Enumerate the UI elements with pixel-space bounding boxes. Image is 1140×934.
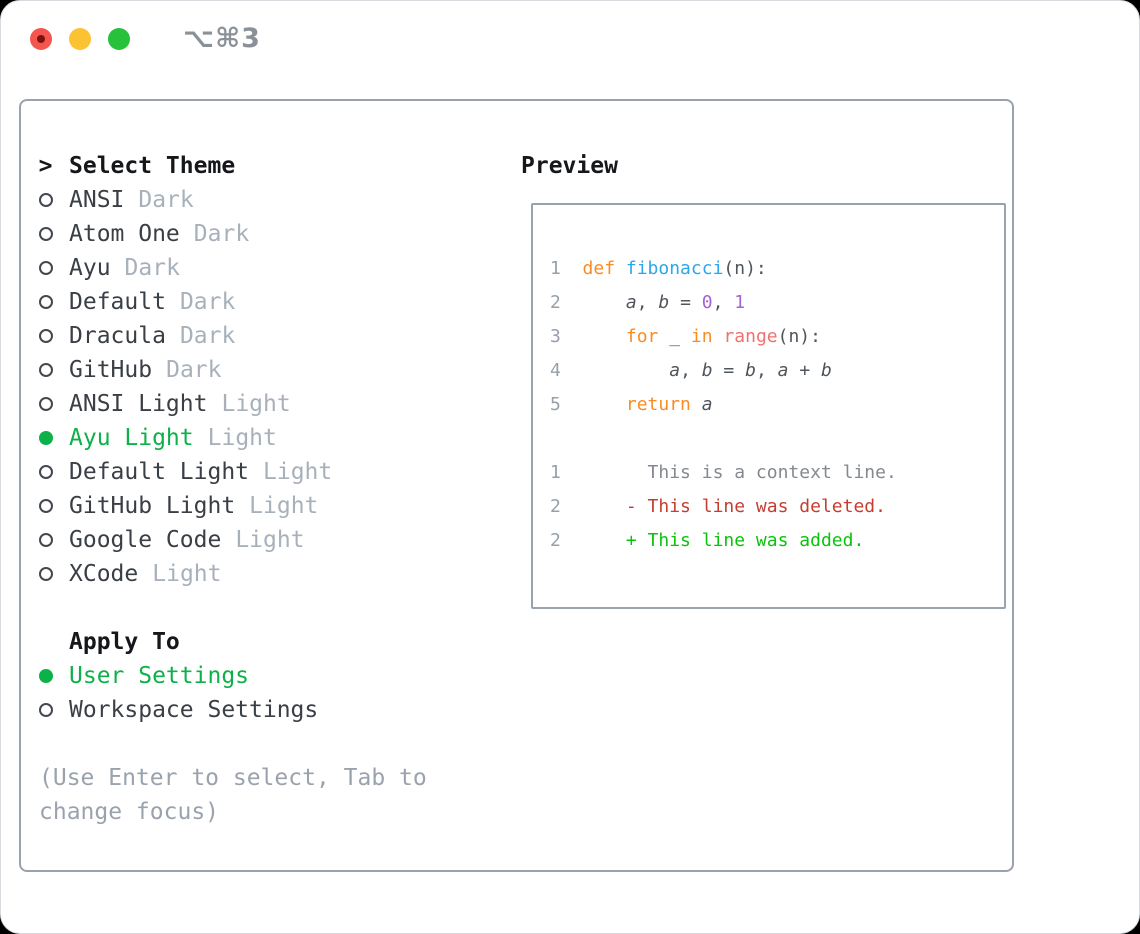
option-label: XCode [69, 561, 139, 587]
unsaved-dot-icon [37, 35, 45, 43]
code-line: 1 def fibonacci(n): [550, 258, 767, 279]
option-variant-tag: Dark [138, 187, 194, 213]
code-line: 4 a, b = b, a + b [550, 360, 832, 381]
code-line: 2 a, b = 0, 1 [550, 292, 746, 313]
titlebar: ⌥⌘3 [1, 1, 1139, 99]
option-label: Ayu Light [69, 425, 194, 451]
focus-caret: > [38, 153, 53, 179]
preview-box: 1 def fibonacci(n): 2 a, b = 0, 1 3 for _ … [531, 203, 1006, 609]
radio-icon [38, 465, 53, 479]
theme-option-default-light[interactable]: Default Light Light [38, 455, 485, 489]
option-variant-tag: Dark [124, 255, 180, 281]
radio-icon [38, 397, 53, 411]
option-label: ANSI [69, 187, 125, 213]
radio-icon [38, 499, 53, 513]
radio-icon [38, 227, 53, 241]
radio-icon [38, 193, 53, 207]
theme-option-ansi-light[interactable]: ANSI Light Light [38, 387, 485, 421]
option-label: User Settings [69, 663, 250, 689]
code-preview: 1 def fibonacci(n): 2 a, b = 0, 1 3 for _ … [550, 252, 1004, 558]
code-line: 2 - This line was deleted. [550, 496, 886, 517]
apply-option-workspace-settings[interactable]: Workspace Settings [38, 693, 485, 727]
theme-option-atom-one[interactable]: Atom One Dark [38, 217, 485, 251]
radio-icon [38, 329, 53, 343]
option-label: Workspace Settings [69, 697, 319, 723]
theme-option-ansi[interactable]: ANSI Dark [38, 183, 485, 217]
minimize-button-icon[interactable] [69, 28, 91, 50]
option-variant-tag: Light [263, 459, 333, 485]
radio-selected-icon [38, 431, 53, 445]
option-label: GitHub [69, 357, 153, 383]
code-line: 1 This is a context line. [550, 462, 897, 483]
preview-header: Preview [521, 153, 618, 179]
select-theme-header: Select Theme [69, 153, 236, 179]
option-label: GitHub Light [69, 493, 236, 519]
option-label: Google Code [69, 527, 222, 553]
option-variant-tag: Light [249, 493, 319, 519]
spacer [39, 727, 485, 761]
radio-icon [38, 567, 53, 581]
code-line: 2 + This line was added. [550, 530, 865, 551]
radio-icon [38, 703, 53, 717]
select-theme-header-row: > Select Theme [39, 149, 485, 183]
radio-icon [38, 533, 53, 547]
apply-option-user-settings[interactable]: User Settings [38, 659, 485, 693]
option-variant-tag: Dark [179, 323, 236, 349]
theme-option-dracula[interactable]: Dracula Dark [38, 319, 485, 353]
radio-icon [38, 261, 53, 275]
help-text: (Use Enter to select, Tab to change focu… [39, 765, 427, 825]
zoom-button-icon[interactable] [108, 28, 130, 50]
apply-to-header-row: Apply To [39, 625, 485, 659]
theme-option-github[interactable]: GitHub Dark [38, 353, 485, 387]
apply-to-header: Apply To [69, 629, 180, 655]
radio-icon [38, 363, 53, 377]
option-label: Dracula [69, 323, 166, 349]
theme-option-google-code[interactable]: Google Code Light [38, 523, 485, 557]
preview-column: Preview 1 def fibonacci(n): 2 a, b = 0, 1… [521, 149, 1006, 870]
theme-option-xcode[interactable]: XCode Light [38, 557, 485, 591]
radio-selected-icon [38, 669, 53, 683]
option-variant-tag: Light [207, 425, 277, 451]
option-variant-tag: Light [235, 527, 305, 553]
window-title: ⌥⌘3 [183, 23, 261, 54]
code-line [550, 422, 1004, 456]
preview-header-row: Preview [521, 149, 1006, 183]
theme-option-github-light[interactable]: GitHub Light Light [38, 489, 485, 523]
option-label: Default Light [69, 459, 250, 485]
option-label: Ayu [69, 255, 111, 281]
radio-icon [38, 295, 53, 309]
close-button-icon[interactable] [30, 28, 52, 50]
option-label: Default [69, 289, 166, 315]
option-variant-tag: Light [152, 561, 222, 587]
theme-option-ayu[interactable]: Ayu Dark [38, 251, 485, 285]
theme-option-default[interactable]: Default Dark [38, 285, 485, 319]
option-label: ANSI Light [69, 391, 208, 417]
option-variant-tag: Dark [179, 289, 236, 315]
theme-option-ayu-light[interactable]: Ayu Light Light [38, 421, 485, 455]
option-variant-tag: Light [221, 391, 291, 417]
code-line: 5 return a [550, 394, 713, 415]
option-variant-tag: Dark [166, 357, 222, 383]
option-variant-tag: Dark [193, 221, 250, 247]
option-label: Atom One [69, 221, 180, 247]
code-line: 3 for _ in range(n): [550, 326, 821, 347]
spacer [39, 591, 485, 625]
